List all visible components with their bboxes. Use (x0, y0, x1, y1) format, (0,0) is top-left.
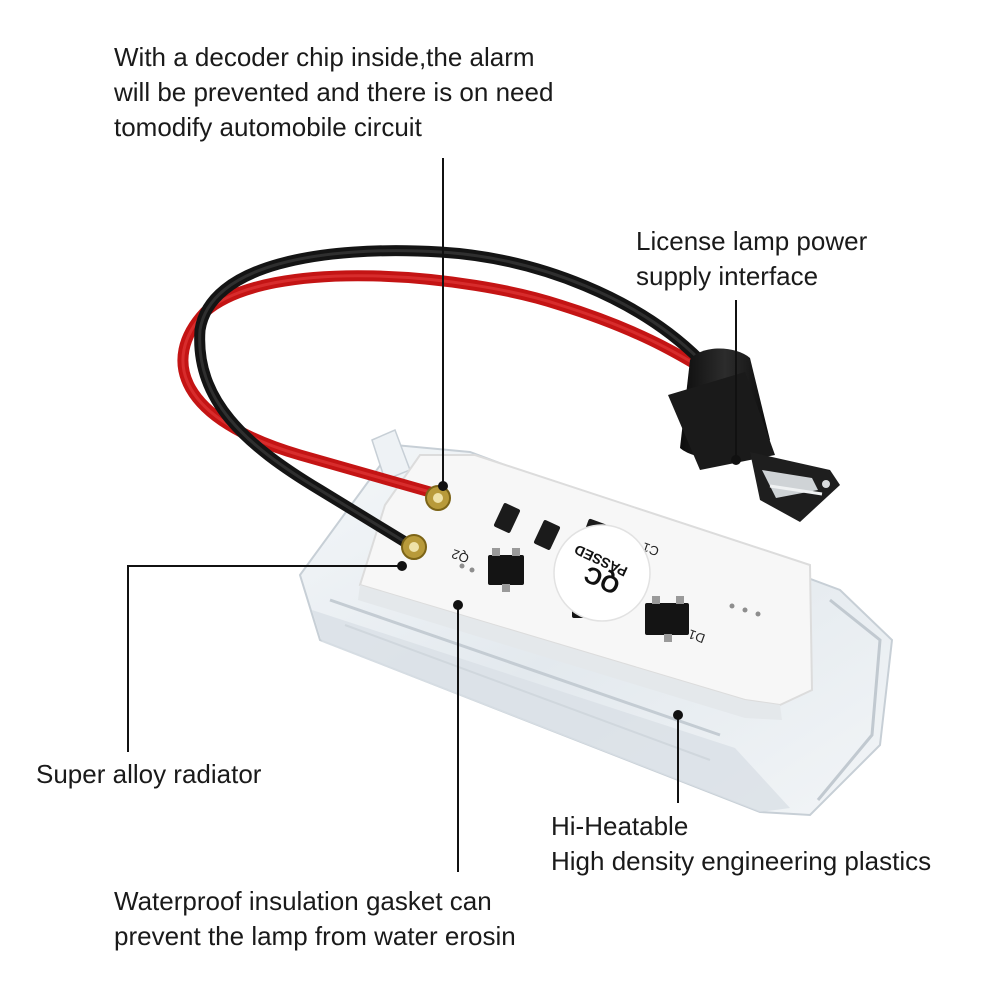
power-interface-callout: License lamp power supply interface (636, 224, 867, 294)
callout-line: High density engineering plastics (551, 846, 932, 876)
callout-line: With a decoder chip inside,the alarm (114, 42, 535, 72)
q2-label: Q2 (450, 546, 471, 566)
callout-line: tomodify automobile circuit (114, 112, 422, 142)
callout-line: Super alloy radiator (36, 759, 262, 789)
radiator-callout: Super alloy radiator (36, 757, 261, 792)
qc-passed-sticker: QC PASSED (553, 524, 651, 622)
decoder-chip-callout: With a decoder chip inside,the alarm wil… (114, 40, 553, 145)
callout-line: prevent the lamp from water erosin (114, 921, 516, 951)
callout-line: supply interface (636, 261, 819, 291)
callout-line: License lamp power (636, 226, 868, 256)
gasket-callout: Waterproof insulation gasket can prevent… (114, 884, 516, 954)
leader-lines (127, 158, 737, 872)
leader-radiator (127, 565, 402, 752)
callout-line: will be prevented and there is on need (114, 77, 554, 107)
d1-label: D1 (686, 626, 707, 646)
solder-pads (401, 485, 451, 560)
leader-dots (397, 455, 741, 720)
wires (177, 245, 711, 551)
t10-connector (668, 348, 840, 522)
plastics-callout: Hi-Heatable High density engineering pla… (551, 809, 931, 879)
callout-line: Waterproof insulation gasket can (114, 886, 492, 916)
callout-line: Hi-Heatable (551, 811, 689, 841)
